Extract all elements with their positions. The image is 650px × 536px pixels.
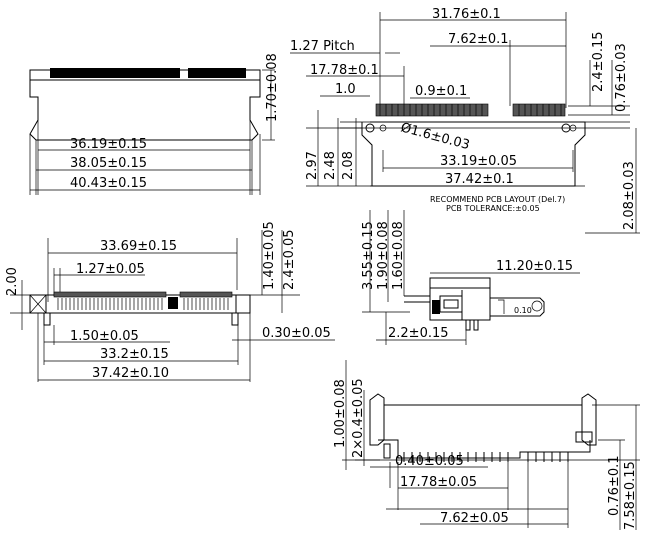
dim-2x0-4: 2×0.4±0.05 [351,378,366,458]
view-bottom: 1.00±0.08 2×0.4±0.05 0.40±0.05 17.78±0.0… [333,360,640,530]
dim-1-27: 1.27±0.05 [76,262,145,277]
latch-left [369,393,385,446]
pcb-pads [375,103,566,117]
dim-1-40: 1.40±0.05 [262,221,277,290]
dim-0-40: 0.40±0.05 [395,454,464,469]
side-body [429,277,491,321]
latch-detail [498,299,505,314]
note-pcb-tolerance: PCB TOLERANCE:±0.05 [446,204,540,213]
pad-gaps [379,104,562,116]
contact-inner [443,299,459,309]
post-right [231,312,239,326]
view-side: 3.55±0.15 1.90±0.08 1.60±0.08 11.20±0.15… [361,210,580,345]
dim-36-19: 36.19±0.15 [70,137,147,152]
post-left [43,312,51,326]
label-pitch: 1.27 Pitch [290,39,355,54]
dim-2-08-right: 2.08±0.03 [622,161,637,230]
dim-1-50: 1.50±0.05 [70,329,139,344]
pin-separators [51,70,177,78]
key-slot [168,297,178,309]
dim-1-00: 1.00±0.08 [333,379,348,448]
pin-block-left [50,68,180,78]
dim-17-78: 17.78±0.1 [310,63,379,78]
contact-fill [432,300,440,314]
right-latch [235,294,251,314]
pin-block-right [188,68,246,78]
post [465,319,471,331]
dim-0-9: 0.9±0.1 [415,84,467,99]
dim-hole-diameter: Ø1.6±0.03 [399,120,471,153]
pad-row-right [512,103,566,117]
dim-33-69: 33.69±0.15 [100,239,177,254]
dim-2-4: 2.4±0.15 [591,31,606,92]
dim-7-58: 7.58±0.15 [623,461,638,530]
pin-band-right [179,291,233,298]
note-recommend-layout: RECOMMEND PCB LAYOUT (Del.7) [430,195,565,204]
dim-2-97: 2.97 [305,151,320,180]
dim-2-4-05: 2.4±0.05 [282,229,297,290]
dim-2-2: 2.2±0.15 [388,326,449,341]
latch-right [581,393,597,446]
dim-0-76: 0.76±0.03 [614,43,629,112]
dim-40-43: 40.43±0.15 [70,176,147,191]
contact-box [439,295,463,313]
bottom-body [378,439,591,459]
pin-tail [404,295,430,303]
dim-3-55: 3.55±0.15 [361,221,376,290]
dim-11-20: 11.20±0.15 [496,259,573,274]
pin-band-left [53,291,167,298]
dim-37-42-10: 37.42±0.10 [92,366,169,381]
front-body [29,294,251,314]
label-0-10: 0.10 [514,306,532,315]
hole-ring [379,124,387,132]
dim-2-00: 2.00 [5,267,20,296]
dim-1-90: 1.90±0.08 [376,221,391,290]
dim-38-05: 38.05±0.15 [70,156,147,171]
dim-7-62-05: 7.62±0.05 [440,511,509,526]
view-top-left: 1.70±0.08 36.19±0.15 38.05±0.15 40.43±0.… [29,53,280,195]
dim-31-76: 31.76±0.1 [432,7,501,22]
dim-17-78-05: 17.78±0.05 [400,475,477,490]
pin-lines [57,298,229,310]
post [473,319,479,331]
dim-7-62: 7.62±0.1 [448,32,509,47]
pin-row-bottom [403,452,569,462]
dim-0-76-1: 0.76±0.1 [607,455,622,516]
pad-row-left [375,103,489,117]
latch-cross [29,294,47,314]
dim-33-19: 33.19±0.05 [440,154,517,169]
side-lug [575,431,593,443]
dim-33-2: 33.2±0.15 [100,347,169,362]
latch-hole [531,300,543,312]
dim-37-42: 37.42±0.1 [445,172,514,187]
dim-2-08: 2.08 [341,151,356,180]
hole-ring [569,124,577,132]
dim-2-48: 2.48 [323,151,338,180]
view-top-right: 31.76±0.1 1.27 Pitch 7.62±0.1 2.4±0.15 0… [290,7,640,234]
dim-1-0: 1.0 [335,82,356,97]
mounting-hole-left [365,123,375,133]
dim-1-70: 1.70±0.08 [265,53,280,122]
pin-row [50,68,246,78]
edge-pin [383,443,391,459]
latch-arm [490,297,545,317]
view-mid-left: 33.69±0.15 2.00 1.27±0.05 1.40±0.05 2.4±… [5,221,335,382]
dim-1-60: 1.60±0.08 [391,221,406,290]
dim-0-30: 0.30±0.05 [262,326,331,341]
